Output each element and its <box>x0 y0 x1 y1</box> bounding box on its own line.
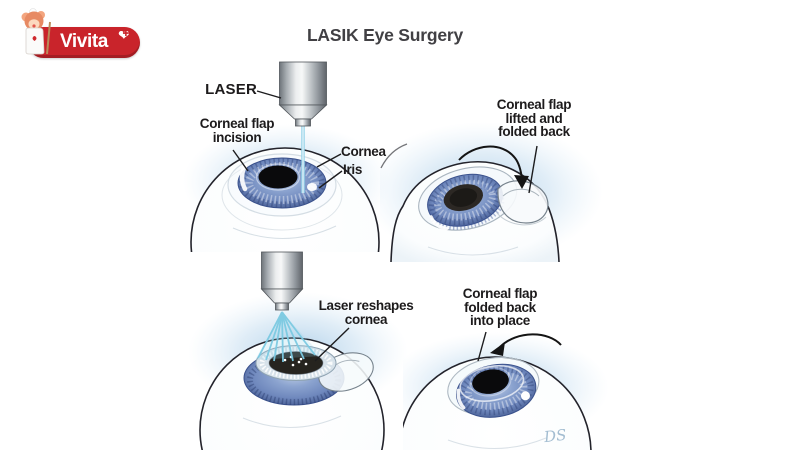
lift-arrow <box>458 145 529 189</box>
label-laser-reshapes: Laser reshapes cornea <box>318 298 414 327</box>
panel-step-4 <box>403 331 609 450</box>
label-laser: LASER <box>205 81 257 98</box>
brand-logo: Vivita ❤✚ <box>20 6 164 62</box>
panel-step-2 <box>380 122 603 262</box>
laser-beams-step-3 <box>255 311 322 363</box>
page-title: LASIK Eye Surgery <box>306 25 464 45</box>
pointer-line-step-2 <box>528 145 538 194</box>
mascot-illustration <box>21 8 51 55</box>
panel-step-3 <box>188 251 408 450</box>
pointer-line-step-3 <box>314 327 350 362</box>
laser-device-step-3 <box>260 251 304 311</box>
panel-step-1 <box>183 61 391 252</box>
label-cornea: Cornea <box>341 144 386 159</box>
brand-name: Vivita <box>60 31 108 52</box>
pupil-step-4 <box>472 369 509 394</box>
heart-plus-icon: ❤✚ <box>118 27 130 43</box>
label-flap-replaced: Corneal flap folded back into place <box>462 286 538 328</box>
replace-arrow <box>490 333 562 356</box>
label-flap-lifted: Corneal flap lifted and folded back <box>496 97 572 139</box>
iris-step-2 <box>418 166 518 231</box>
label-iris: Iris <box>343 162 363 177</box>
pupil-step-1 <box>258 165 298 189</box>
iris-step-1 <box>237 157 327 209</box>
label-corneal-flap-incision: Corneal flap incision <box>199 116 275 145</box>
pointer-lines-step-1 <box>232 90 343 189</box>
pointer-line-step-4 <box>477 331 487 362</box>
iris-step-4 <box>447 356 540 418</box>
laser-device-step-1 <box>278 61 328 127</box>
